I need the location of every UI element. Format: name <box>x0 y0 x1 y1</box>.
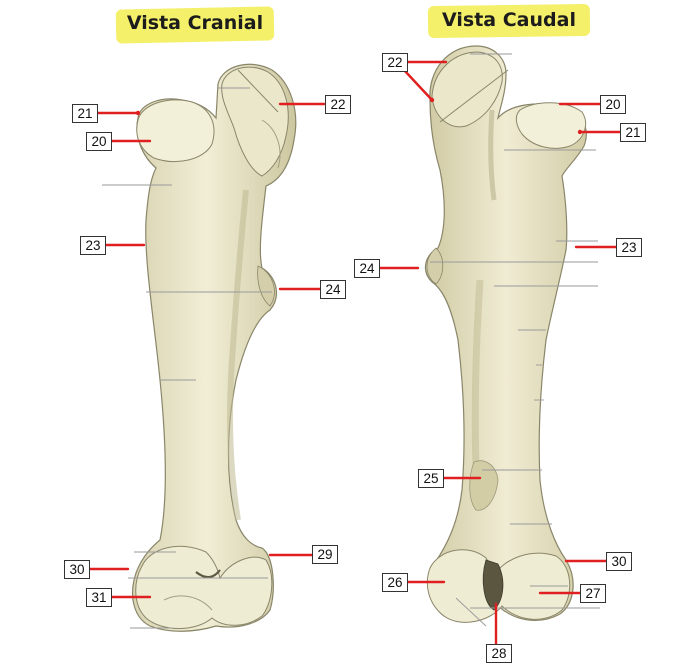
label-30-caudal: 30 <box>606 552 632 571</box>
label-30-cranial: 30 <box>64 560 90 579</box>
label-22-cranial: 22 <box>325 95 351 114</box>
humerus-caudal-view <box>424 45 600 627</box>
label-20-cranial: 20 <box>86 132 112 151</box>
label-23-caudal: 23 <box>616 238 642 257</box>
label-21-cranial: 21 <box>72 104 98 123</box>
label-23-cranial: 23 <box>80 236 106 255</box>
label-24-cranial: 24 <box>320 280 346 299</box>
title-caudal-view: Vista Caudal <box>442 9 576 31</box>
label-24-caudal: 24 <box>354 259 380 278</box>
title-cranial-view: Vista Cranial <box>126 12 264 34</box>
label-31-cranial: 31 <box>86 588 112 607</box>
label-21-caudal: 21 <box>620 123 646 142</box>
label-26-caudal: 26 <box>382 573 408 592</box>
humerus-cranial-view <box>102 63 297 632</box>
label-20-caudal: 20 <box>600 95 626 114</box>
label-25-caudal: 25 <box>418 469 444 488</box>
label-22-caudal: 22 <box>382 53 408 72</box>
label-28-caudal: 28 <box>486 644 512 663</box>
leader-dots <box>135 97 583 135</box>
label-27-caudal: 27 <box>580 584 606 603</box>
leader-lines <box>86 60 622 646</box>
label-29-cranial: 29 <box>312 545 338 564</box>
